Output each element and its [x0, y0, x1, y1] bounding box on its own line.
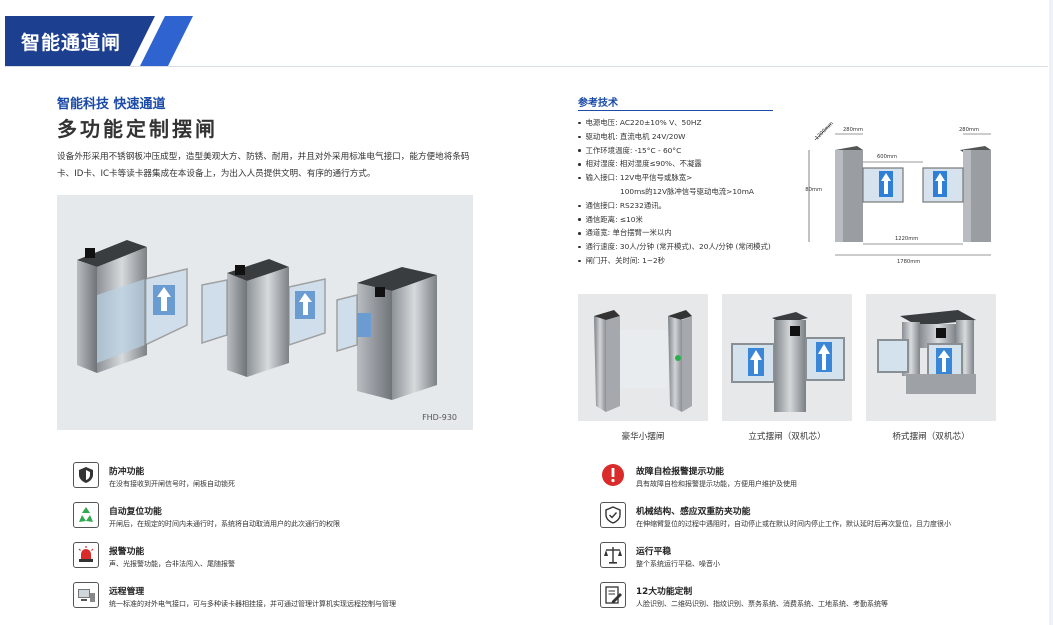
spec-item: 通信距离: ≤10米 — [578, 213, 828, 227]
header-divider — [5, 66, 1048, 67]
feature-desc: 整个系统运行平稳、噪音小 — [636, 560, 720, 568]
specs-title: 参考技术 — [578, 98, 618, 109]
spec-item: 闸门开、关时间: 1~2秒 — [578, 254, 828, 268]
shield-icon — [73, 462, 99, 488]
feature-item: 运行平稳 整个系统运行平稳、噪音小 — [600, 542, 1020, 576]
feature-title: 自动复位功能 — [109, 507, 162, 517]
product-title: 多功能定制摆闸 — [57, 117, 218, 141]
feature-item: 机械结构、感应双重防夹功能 在伸缩臂复位的过程中遇阻时，自动停止或在默认时间内停… — [600, 502, 1020, 536]
model-number: FHD-930 — [422, 413, 457, 422]
photo-luxury-mini-swing-gate — [578, 294, 708, 421]
feature-desc: 人脸识别、二维码识别、指纹识别、票务系统、消费系统、工地系统、考勤系统等 — [636, 600, 888, 608]
photo-vertical-swing-gate — [722, 294, 852, 421]
specs-list: 电源电压: AC220±10% V、50HZ 驱动电机: 直流电机 24V/20… — [578, 116, 828, 268]
page-edge — [1049, 0, 1053, 625]
dim-label: 980mm — [805, 187, 822, 193]
photo-label: 桥式摆闸（双机芯） — [892, 432, 970, 442]
photo-label: 豪华小摆闸 — [621, 432, 665, 442]
warning-icon — [600, 462, 626, 488]
spec-item: 工作环境温度: -15°C - 60°C — [578, 144, 828, 158]
photo-bridge-swing-gate — [866, 294, 996, 421]
dim-label: 600mm — [877, 154, 897, 160]
feature-title: 防冲功能 — [109, 467, 145, 477]
feature-desc: 在没有接收到开闸信号时，闸板自动锁死 — [109, 480, 235, 488]
page-title: 智能通道闸 — [21, 32, 122, 54]
feature-item: 防冲功能 在没有接收到开闸信号时，闸板自动锁死 — [73, 462, 493, 496]
spec-item: 驱动电机: 直流电机 24V/20W — [578, 130, 828, 144]
alarm-light-icon — [73, 542, 99, 568]
safety-shield-icon — [600, 502, 626, 528]
dim-label: 1200mm — [814, 121, 835, 142]
dim-label: 1780mm — [897, 259, 920, 265]
spec-item: 输入接口: 12V电平信号或脉宽> — [578, 171, 828, 185]
spec-item: 电源电压: AC220±10% V、50HZ — [578, 116, 828, 130]
feature-item: 故障自检报警提示功能 具有故障自检和报警提示功能，方便用户维护及使用 — [600, 462, 1020, 496]
dim-label: 280mm — [959, 127, 979, 133]
turnstile-illustration — [77, 240, 437, 400]
dim-label: 1220mm — [895, 236, 918, 242]
dim-label: 280mm — [843, 127, 863, 133]
feature-item: 报警功能 声、光报警功能，合非法闯入、尾随报警 — [73, 542, 493, 576]
section-banner: 智能通道闸 — [5, 16, 195, 66]
feature-desc: 声、光报警功能，合非法闯入、尾随报警 — [109, 560, 235, 568]
product-description: 设备外形采用不锈钢板冲压成型，造型美观大方、防锈、耐用，并且对外采用标准电气接口… — [57, 152, 470, 179]
feature-title: 远程管理 — [109, 587, 145, 597]
feature-item: 自动复位功能 开闸后，在规定的时间内未通行时，系统将自动取消用户的此次通行的权限 — [73, 502, 493, 536]
edit-form-icon — [600, 582, 626, 608]
feature-desc: 具有故障自检和报警提示功能，方便用户维护及使用 — [636, 480, 797, 488]
spec-item: 通信接口: RS232通讯。 — [578, 199, 828, 213]
remote-management-icon — [73, 582, 99, 608]
banner-shape — [5, 16, 193, 66]
feature-title: 机械结构、感应双重防夹功能 — [636, 507, 751, 517]
feature-item: 远程管理 统一标准的对外电气接口，可与多种读卡器相挂接，并可通过管理计算机实现远… — [73, 582, 493, 616]
photo-label: 立式摆闸（双机芯） — [748, 432, 826, 442]
specs-underline — [578, 110, 773, 111]
feature-title: 12大功能定制 — [636, 587, 693, 597]
feature-title: 运行平稳 — [636, 547, 672, 557]
feature-desc: 开闸后，在规定的时间内未通行时，系统将自动取消用户的此次通行的权限 — [109, 520, 340, 528]
feature-desc: 统一标准的对外电气接口，可与多种读卡器相挂接，并可通过管理计算机实现远程控制与管… — [109, 600, 396, 608]
recycle-icon — [73, 502, 99, 528]
feature-desc: 在伸缩臂复位的过程中遇阻时，自动停止或在默认时间内停止工作，默认延时后再次复位，… — [636, 520, 951, 528]
spec-item: 通行速度: 30人/分钟 (常开模式)、20人/分钟 (常闭模式) — [578, 240, 828, 254]
dimension-svg: 1200mm 280mm 280mm 600mm 980mm 1220mm 17… — [802, 121, 991, 265]
balance-scale-icon — [600, 542, 626, 568]
feature-item: 12大功能定制 人脸识别、二维码识别、指纹识别、票务系统、消费系统、工地系统、考… — [600, 582, 1020, 616]
product-subtitle: 智能科技 快速通道 — [57, 97, 166, 112]
spec-item: 相对湿度: 相对湿度≤90%、不凝露 — [578, 157, 828, 171]
feature-title: 报警功能 — [109, 547, 145, 557]
dimension-drawing: 1200mm 280mm 280mm 600mm 980mm 1220mm 17… — [802, 118, 1020, 268]
hero-product-image: FHD-930 — [57, 195, 473, 430]
spec-item: 通道宽: 单台摆臂一米以内 — [578, 226, 828, 240]
feature-title: 故障自检报警提示功能 — [636, 467, 724, 477]
spec-item: 100ms的12V脉冲信号驱动电流>10mA — [620, 186, 754, 196]
